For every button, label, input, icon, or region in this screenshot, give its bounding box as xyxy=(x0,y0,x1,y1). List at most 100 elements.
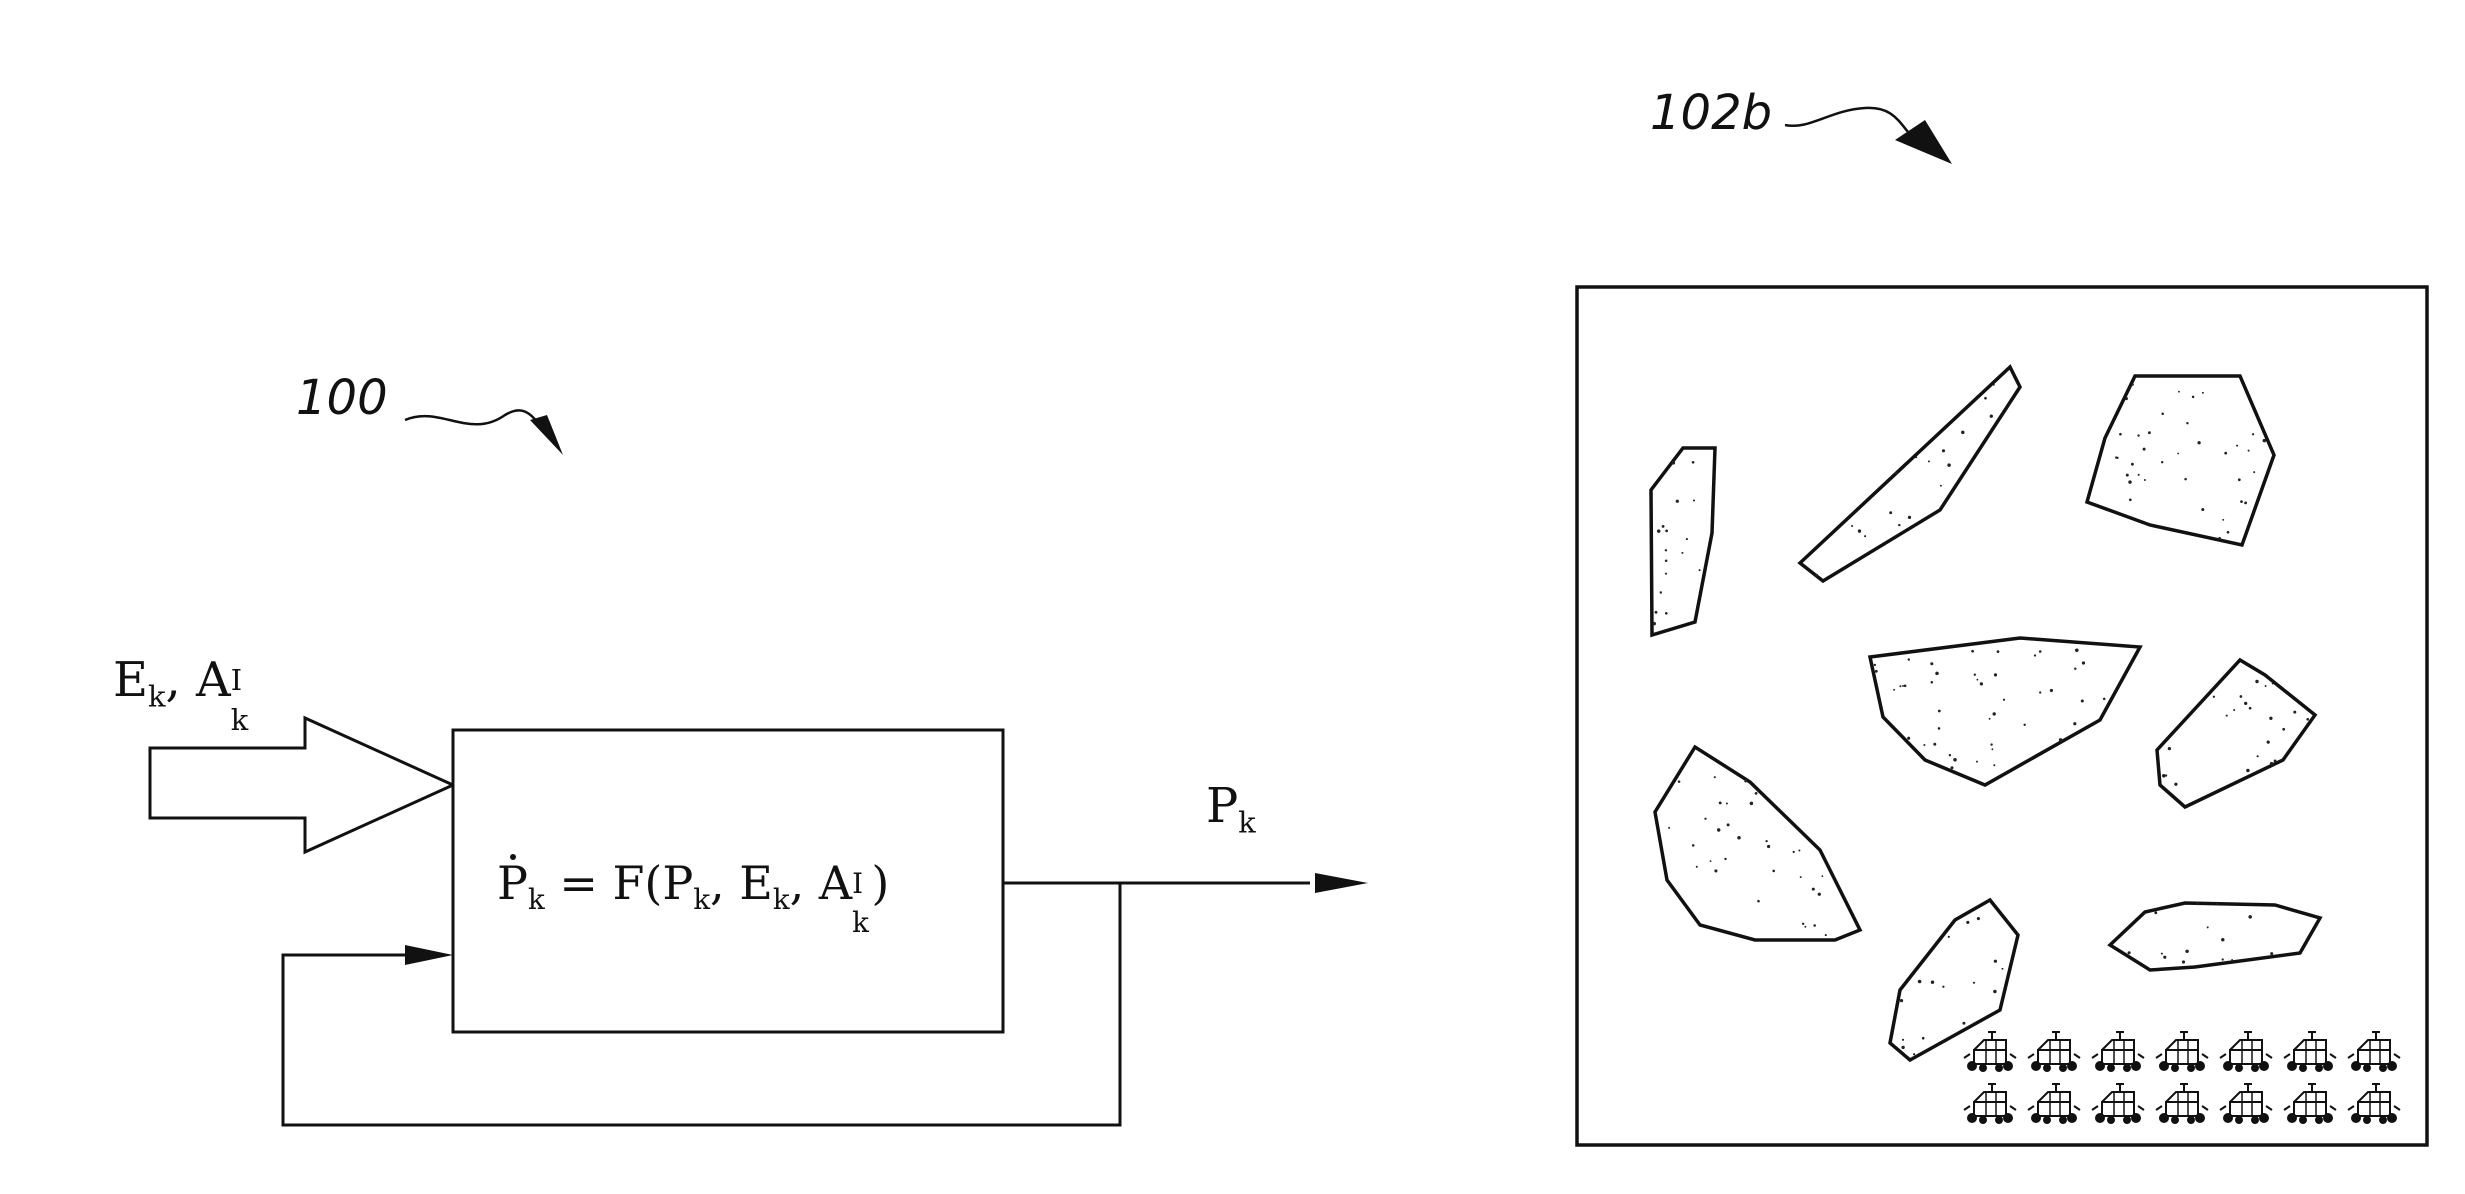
texture-dot xyxy=(2197,441,2200,444)
texture-dot xyxy=(1893,689,1895,691)
texture-dot xyxy=(1949,754,1951,756)
texture-dot xyxy=(1665,549,1667,551)
texture-dot xyxy=(1931,681,1934,684)
texture-dot xyxy=(1744,780,1747,783)
texture-dot xyxy=(1665,560,1668,563)
texture-dot xyxy=(1938,727,1941,730)
texture-dot xyxy=(2128,951,2131,954)
input-a-sub: k xyxy=(231,706,248,735)
texture-dot xyxy=(1940,485,1942,487)
texture-dot xyxy=(1895,472,1898,475)
texture-dot xyxy=(1942,986,1944,988)
texture-dot xyxy=(2119,433,2122,436)
texture-dot xyxy=(1980,682,1983,685)
texture-dot xyxy=(1994,960,1997,963)
texture-dot xyxy=(2144,479,2146,481)
texture-dot xyxy=(1793,851,1795,853)
texture-dot xyxy=(1825,934,1827,936)
texture-dot xyxy=(1918,980,1922,984)
input-e-sub: k xyxy=(148,680,165,714)
texture-dot xyxy=(1938,710,1941,713)
texture-dot xyxy=(2039,691,2041,693)
texture-dot xyxy=(2270,952,2273,955)
texture-dot xyxy=(2115,456,2117,458)
texture-dot xyxy=(1772,870,1775,873)
input-a: A xyxy=(196,652,231,708)
texture-dot xyxy=(1904,684,1907,687)
texture-dot xyxy=(1997,650,2000,653)
texture-dot xyxy=(2103,698,2106,701)
texture-dot xyxy=(1953,758,1957,762)
texture-dot xyxy=(1990,743,1992,745)
texture-dot xyxy=(1973,982,1975,984)
texture-dot xyxy=(1665,530,1668,533)
texture-dot xyxy=(1908,516,1911,519)
texture-dot xyxy=(2255,680,2258,683)
texture-dot xyxy=(2178,391,2180,393)
texture-dot xyxy=(2059,738,2063,742)
texture-dot xyxy=(2081,699,2084,702)
texture-dot xyxy=(1942,449,1945,452)
texture-dot xyxy=(2002,968,2004,970)
texture-dot xyxy=(1757,900,1760,903)
eq-func-open: F( xyxy=(612,856,662,910)
texture-dot xyxy=(1971,650,1974,653)
output-p-sub: k xyxy=(1238,806,1255,840)
texture-dot xyxy=(2082,661,2085,664)
texture-dot xyxy=(2075,649,2079,653)
texture-dot xyxy=(2073,722,2076,725)
texture-dot xyxy=(1692,461,1695,464)
texture-dot xyxy=(1874,664,1876,666)
texture-dot xyxy=(1907,737,1910,740)
texture-dot xyxy=(1930,662,1933,665)
texture-dot xyxy=(2196,902,2199,905)
texture-dot xyxy=(2154,911,2157,914)
texture-dot xyxy=(1851,525,1853,527)
texture-dot xyxy=(2236,445,2238,447)
texture-dot xyxy=(1714,776,1716,778)
texture-dot xyxy=(1855,923,1857,925)
texture-dot xyxy=(2128,480,2131,483)
input-sep: , xyxy=(166,652,181,708)
texture-dot xyxy=(2003,699,2005,701)
texture-dot xyxy=(1931,980,1934,983)
texture-dot xyxy=(1767,845,1770,848)
input-a-sup: I xyxy=(231,666,242,695)
texture-dot xyxy=(2174,783,2177,786)
texture-dot xyxy=(2231,959,2233,961)
eq-close: ) xyxy=(871,856,889,910)
texture-dot xyxy=(2222,958,2224,960)
texture-dot xyxy=(2131,463,2134,466)
texture-dot xyxy=(1961,431,1964,434)
texture-dot xyxy=(2161,953,2163,955)
ref-label-102b: 102b xyxy=(1650,85,1772,141)
texture-dot xyxy=(1875,670,1878,673)
texture-dot xyxy=(2226,715,2228,717)
eq-lhs-p: P xyxy=(497,860,528,906)
eq-a-sub: k xyxy=(852,909,869,937)
texture-dot xyxy=(1676,500,1679,503)
texture-dot xyxy=(2274,759,2277,762)
texture-dot xyxy=(1798,850,1800,852)
texture-dot xyxy=(1800,876,1802,878)
texture-dot xyxy=(1974,674,1976,676)
texture-dot xyxy=(2270,762,2274,766)
leader-line-100 xyxy=(405,410,555,440)
texture-dot xyxy=(1966,921,1969,924)
texture-dot xyxy=(1717,828,1720,831)
texture-dot xyxy=(2192,396,2195,399)
texture-dot xyxy=(1948,936,1950,938)
texture-dot xyxy=(2168,747,2171,750)
texture-dot xyxy=(2201,508,2204,511)
texture-dot xyxy=(1765,840,1767,842)
texture-dot xyxy=(2216,903,2218,905)
texture-dot xyxy=(1933,743,1936,746)
texture-dot xyxy=(2227,531,2230,534)
texture-dot xyxy=(1818,893,1821,896)
texture-dot xyxy=(1692,844,1695,847)
texture-dot xyxy=(1898,524,1900,526)
texture-dot xyxy=(1858,529,1861,532)
texture-dot xyxy=(1804,926,1806,928)
texture-dot xyxy=(1660,591,1662,593)
texture-dot xyxy=(1681,552,1683,554)
